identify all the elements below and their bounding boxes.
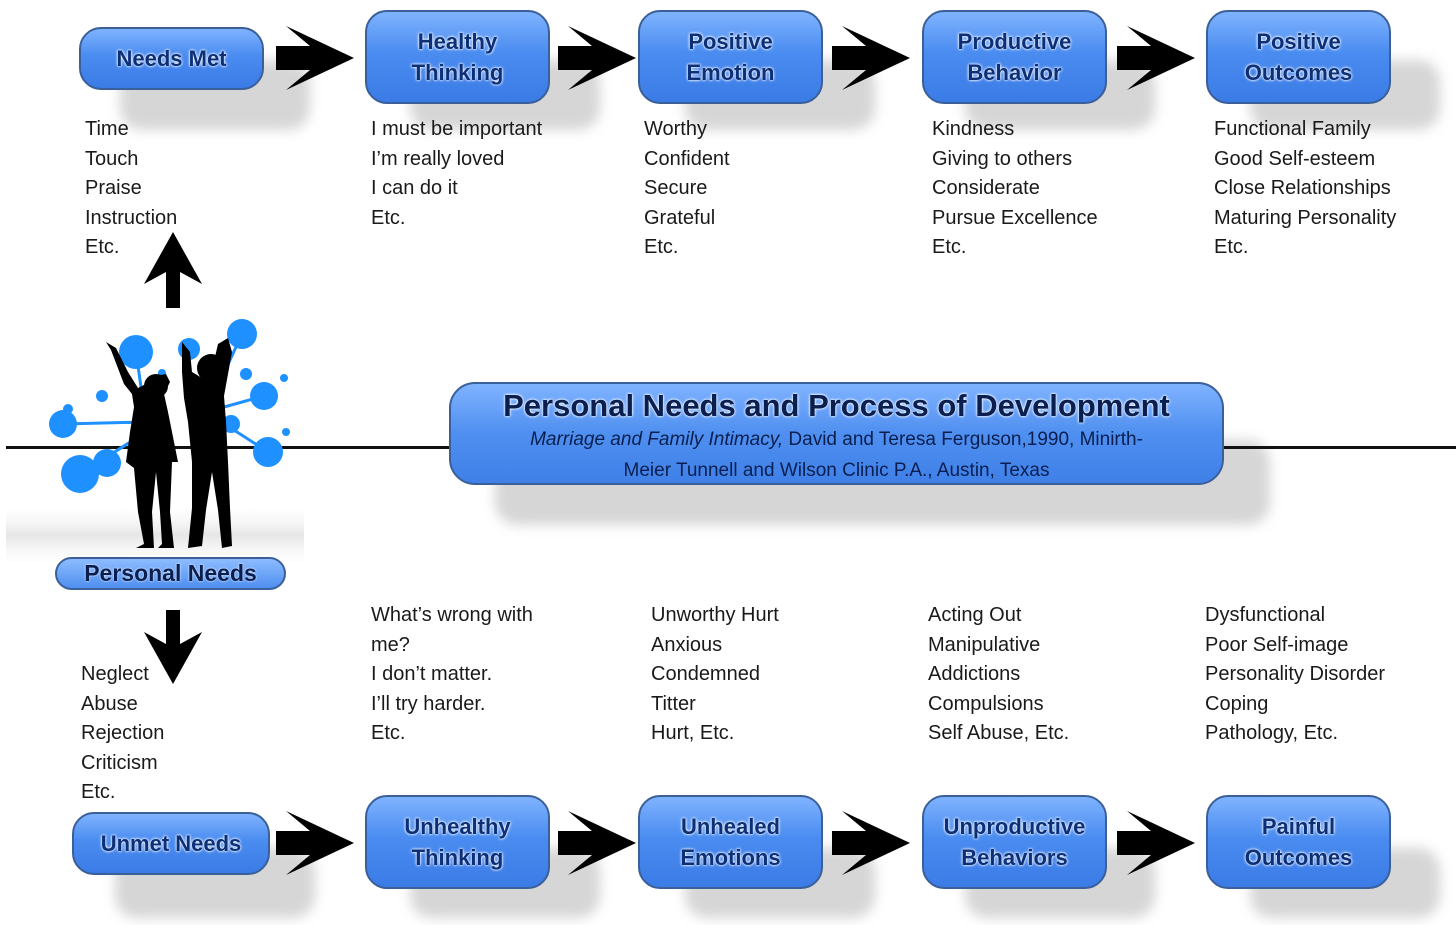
unproductive-behaviors-box: Unproductive Behaviors bbox=[922, 795, 1107, 889]
list-item: What’s wrong with bbox=[371, 604, 533, 626]
list-item: Poor Self-image bbox=[1205, 633, 1349, 656]
list-item: Unworthy Hurt bbox=[651, 604, 779, 626]
list-item: Hurt, Etc. bbox=[651, 722, 735, 744]
unhealed-emotions-list: Unworthy Hurt Anxious Condemned Titter H… bbox=[651, 601, 779, 749]
list-item: Functional Family bbox=[1214, 118, 1371, 140]
box-label: Positive Emotion bbox=[686, 29, 775, 85]
list-item: Criticism bbox=[81, 751, 158, 774]
unhealthy-thinking-box: Unhealthy Thinking bbox=[365, 795, 550, 889]
list-item: Etc. bbox=[81, 781, 116, 803]
list-item: Grateful bbox=[644, 206, 716, 229]
list-item: Coping bbox=[1205, 692, 1269, 715]
arrow-right-icon bbox=[276, 811, 354, 875]
list-item: Self Abuse, Etc. bbox=[928, 722, 1070, 744]
box-label: Unhealthy Thinking bbox=[404, 814, 511, 870]
list-item: Abuse bbox=[81, 692, 138, 715]
positive-emotion-list: Worthy Confident Secure Grateful Etc. bbox=[644, 115, 730, 263]
list-item: Time bbox=[85, 118, 129, 140]
list-item: Addictions bbox=[928, 663, 1021, 685]
list-item: I can do it bbox=[371, 177, 458, 199]
box-label: Unhealed Emotions bbox=[680, 814, 781, 870]
source-publisher: Meier Tunnell and Wilson Clinic P.A., Au… bbox=[623, 460, 1050, 481]
list-item: Manipulative bbox=[928, 633, 1041, 656]
list-item: Close Relationships bbox=[1214, 177, 1391, 199]
list-item: Instruction bbox=[85, 206, 178, 229]
painful-outcomes-box: Painful Outcomes bbox=[1206, 795, 1391, 889]
list-item: Etc. bbox=[85, 236, 120, 258]
list-item: Confident bbox=[644, 147, 730, 170]
list-item: Etc. bbox=[371, 722, 406, 744]
list-item: Touch bbox=[85, 147, 139, 170]
children-silhouette-icon bbox=[6, 319, 304, 562]
diagram-title: Personal Needs and Process of Developmen… bbox=[503, 388, 1170, 423]
positive-outcomes-list: Functional Family Good Self-esteem Close… bbox=[1214, 115, 1396, 263]
list-item: I must be important bbox=[371, 118, 543, 140]
positive-outcomes-box: Positive Outcomes bbox=[1206, 10, 1391, 104]
list-item: Kindness bbox=[932, 118, 1015, 140]
arrow-right-icon bbox=[558, 26, 636, 90]
list-item: Good Self-esteem bbox=[1214, 147, 1376, 170]
list-item: I don’t matter. bbox=[371, 663, 493, 685]
arrow-down-icon bbox=[144, 610, 202, 684]
title-box: Personal Needs and Process of Developmen… bbox=[449, 382, 1224, 485]
box-label: Needs Met bbox=[116, 46, 227, 71]
box-label: Unmet Needs bbox=[100, 831, 242, 856]
source-citation: Marriage and Family Intimacy, David and … bbox=[451, 424, 1222, 486]
arrow-right-icon bbox=[1117, 26, 1195, 90]
list-item: Pursue Excellence bbox=[932, 206, 1098, 229]
list-item: Worthy bbox=[644, 118, 707, 140]
box-label: Healthy Thinking bbox=[411, 29, 504, 85]
list-item: Neglect bbox=[81, 663, 149, 685]
arrow-right-icon bbox=[276, 26, 354, 90]
list-item: Etc. bbox=[932, 236, 967, 258]
source-book-title: Marriage and Family Intimacy, bbox=[530, 429, 784, 450]
unhealed-emotions-box: Unhealed Emotions bbox=[638, 795, 823, 889]
healthy-thinking-list: I must be important I’m really loved I c… bbox=[371, 115, 542, 233]
box-label: Painful Outcomes bbox=[1244, 814, 1353, 870]
personal-needs-label: Personal Needs bbox=[55, 557, 286, 590]
unmet-needs-box: Unmet Needs bbox=[72, 812, 270, 875]
unhealthy-thinking-list: What’s wrong with me? I don’t matter. I’… bbox=[371, 601, 533, 749]
list-item: me? bbox=[371, 633, 410, 656]
list-item: Etc. bbox=[1214, 236, 1249, 258]
list-item: Praise bbox=[85, 177, 142, 199]
list-item: Giving to others bbox=[932, 147, 1073, 170]
list-item: Acting Out bbox=[928, 604, 1022, 626]
painful-outcomes-list: Dysfunctional Poor Self-image Personalit… bbox=[1205, 601, 1385, 749]
list-item: Secure bbox=[644, 177, 708, 199]
list-item: Pathology, Etc. bbox=[1205, 722, 1339, 744]
source-authors: David and Teresa Ferguson,1990, Minirth- bbox=[783, 429, 1143, 450]
arrow-right-icon bbox=[1117, 811, 1195, 875]
productive-behavior-box: Productive Behavior bbox=[922, 10, 1107, 104]
unproductive-behaviors-list: Acting Out Manipulative Addictions Compu… bbox=[928, 601, 1069, 749]
unmet-needs-list: Neglect Abuse Rejection Criticism Etc. bbox=[81, 660, 164, 808]
list-item: Maturing Personality bbox=[1214, 206, 1397, 229]
healthy-thinking-box: Healthy Thinking bbox=[365, 10, 550, 104]
list-item: Considerate bbox=[932, 177, 1040, 199]
box-label: Positive Outcomes bbox=[1244, 29, 1353, 85]
list-item: Titter bbox=[651, 692, 696, 715]
list-item: Compulsions bbox=[928, 692, 1044, 715]
list-item: I’ll try harder. bbox=[371, 692, 486, 715]
box-label: Unproductive Behaviors bbox=[943, 814, 1086, 870]
list-item: Rejection bbox=[81, 722, 165, 744]
needs-met-list: Time Touch Praise Instruction Etc. bbox=[85, 115, 177, 263]
arrow-right-icon bbox=[558, 811, 636, 875]
arrow-right-icon bbox=[832, 811, 910, 875]
list-item: Condemned bbox=[651, 663, 760, 685]
arrow-up-icon bbox=[144, 232, 202, 308]
positive-emotion-box: Positive Emotion bbox=[638, 10, 823, 104]
box-label: Productive Behavior bbox=[957, 29, 1072, 85]
list-item: Etc. bbox=[371, 206, 406, 229]
productive-behavior-list: Kindness Giving to others Considerate Pu… bbox=[932, 115, 1098, 263]
list-item: Etc. bbox=[644, 236, 679, 258]
list-item: Personality Disorder bbox=[1205, 663, 1386, 685]
arrow-right-icon bbox=[832, 26, 910, 90]
list-item: I’m really loved bbox=[371, 147, 505, 170]
list-item: Anxious bbox=[651, 633, 723, 656]
list-item: Dysfunctional bbox=[1205, 604, 1326, 626]
needs-met-box: Needs Met bbox=[79, 27, 264, 90]
